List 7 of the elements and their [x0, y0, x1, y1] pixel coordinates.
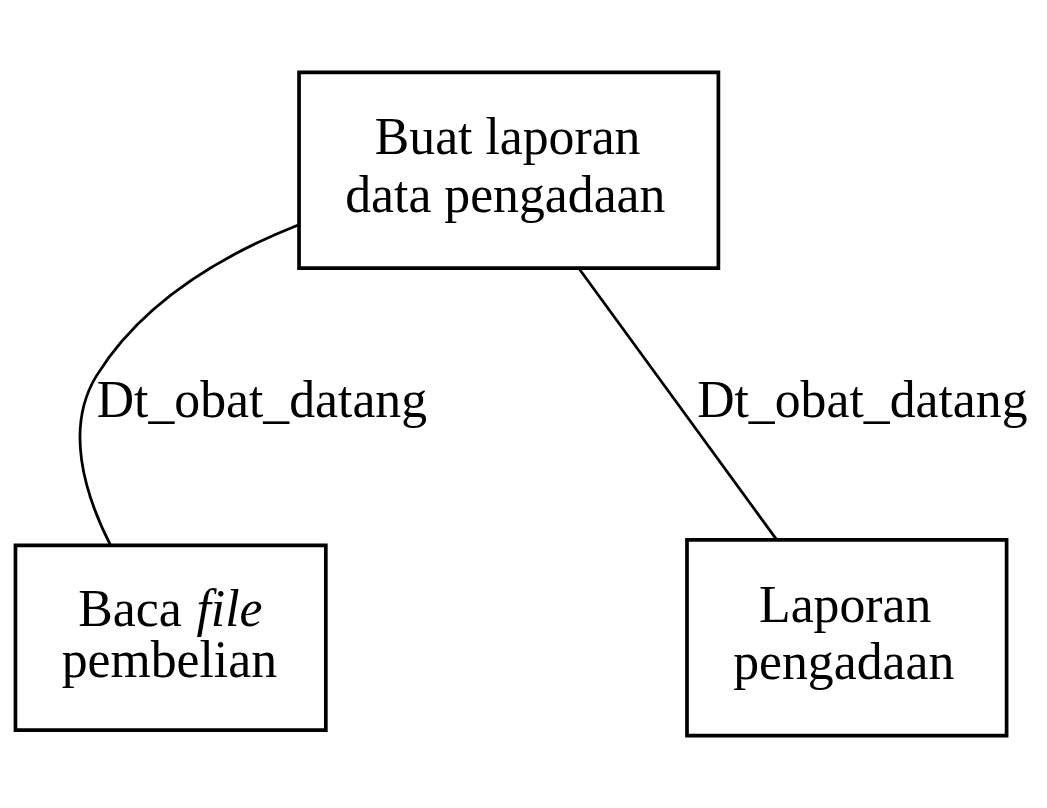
node-box: Laporan pengadaan: [685, 537, 1009, 738]
edge-label: Dt_obat_datang: [96, 370, 428, 428]
node-box: Baca file pembelian: [13, 543, 328, 732]
connector: [78, 223, 300, 546]
node-box: Buat laporan data pengadaan: [297, 70, 721, 271]
edge-label: Dt_obat_datang: [697, 370, 1028, 428]
connector: [577, 267, 778, 540]
